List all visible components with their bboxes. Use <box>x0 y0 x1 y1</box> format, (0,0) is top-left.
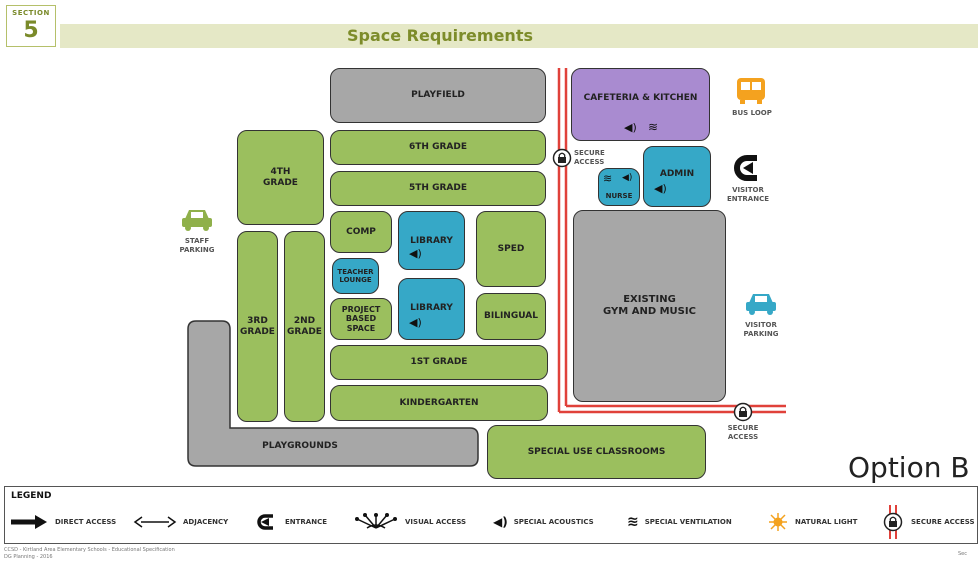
library-2-label: LIBRARY <box>410 303 453 313</box>
room-library-1[interactable]: LIBRARY <box>398 211 465 270</box>
legend-special-acoustics: ◀) SPECIAL ACOUSTICS <box>493 513 594 531</box>
legend-label: SPECIAL VENTILATION <box>644 518 732 526</box>
adjacency-arrow-icon <box>133 516 177 528</box>
staff-parking-label: STAFF PARKING <box>179 237 215 254</box>
legend-direct-access: DIRECT ACCESS <box>9 513 116 531</box>
room-library-2[interactable]: LIBRARY <box>398 278 465 340</box>
legend-label: SECURE ACCESS <box>911 518 975 526</box>
speaker-icon: ◀) <box>654 182 667 195</box>
legend-label: ADJACENCY <box>183 518 229 526</box>
title-bar: Space Requirements <box>60 24 978 48</box>
speaker-icon: ◀) <box>493 515 508 529</box>
visitor-entrance-label: VISITOR ENTRANCE <box>727 186 769 203</box>
speaker-icon: ◀) <box>622 173 633 183</box>
room-comp[interactable]: COMP <box>330 211 392 253</box>
ventilation-icon: ≋ <box>627 514 639 530</box>
lock-icon <box>883 505 903 539</box>
legend-natural-light: NATURAL LIGHT <box>767 513 857 531</box>
speaker-icon: ◀) <box>624 121 637 134</box>
room-kindergarten[interactable]: KINDERGARTEN <box>330 385 548 421</box>
section-number: 5 <box>23 18 39 43</box>
entrance-icon <box>257 514 273 530</box>
room-admin[interactable]: ADMIN <box>643 146 711 207</box>
room-3rd-grade[interactable]: 3RD GRADE <box>237 231 278 422</box>
room-1st-grade[interactable]: 1ST GRADE <box>330 345 548 380</box>
visual-access-icon <box>355 513 397 529</box>
footer-page-ref: Sec <box>958 551 967 557</box>
legend-label: NATURAL LIGHT <box>795 518 858 526</box>
playgrounds-label: PLAYGROUNDS <box>262 441 338 451</box>
legend-label: VISUAL ACCESS <box>405 518 467 526</box>
speaker-icon: ◀) <box>409 316 422 329</box>
room-5th-grade[interactable]: 5TH GRADE <box>330 171 546 206</box>
room-existing-gym-music[interactable]: EXISTING GYM AND MUSIC <box>573 210 726 402</box>
room-teacher-lounge[interactable]: TEACHER LOUNGE <box>332 258 379 294</box>
section-label: SECTION <box>12 9 50 17</box>
sun-icon <box>769 513 787 531</box>
page-title: Space Requirements <box>346 26 533 45</box>
lock-icon <box>552 148 572 168</box>
admin-label: ADMIN <box>659 169 695 179</box>
legend: LEGEND DIRECT ACCESS ADJACENCY ENTRANCE <box>4 486 978 544</box>
car-icon <box>182 210 212 231</box>
library-1-label: LIBRARY <box>410 236 453 246</box>
room-bilingual[interactable]: BILINGUAL <box>476 293 546 340</box>
cafeteria-label: CAFETERIA & KITCHEN <box>583 93 698 103</box>
room-nurse[interactable]: NURSE <box>598 168 640 206</box>
bus-icon <box>737 78 765 104</box>
section-badge: SECTION 5 <box>6 5 56 47</box>
option-label: Option B <box>848 451 970 484</box>
room-project-based-space[interactable]: PROJECT BASED SPACE <box>330 298 392 340</box>
legend-secure-access: SECURE ACCESS <box>881 505 975 539</box>
ventilation-icon: ≋ <box>603 172 613 185</box>
footer-text: CCSD - Kirtland Area Elementary Schools … <box>4 547 175 560</box>
legend-label: ENTRANCE <box>285 518 327 526</box>
legend-visual-access: VISUAL ACCESS <box>353 513 466 531</box>
room-playfield[interactable]: PLAYFIELD <box>330 68 546 123</box>
room-sped[interactable]: SPED <box>476 211 546 287</box>
room-4th-grade[interactable]: 4TH GRADE <box>237 130 324 225</box>
legend-label: SPECIAL ACOUSTICS <box>513 518 594 526</box>
car-icon <box>746 294 776 315</box>
entrance-icon <box>734 155 757 181</box>
room-special-use-classrooms[interactable]: SPECIAL USE CLASSROOMS <box>487 425 706 479</box>
speaker-icon: ◀) <box>409 247 422 260</box>
secure-access-label: SECURE ACCESS <box>727 424 759 441</box>
legend-title: LEGEND <box>11 491 52 501</box>
legend-adjacency: ADJACENCY <box>133 513 228 531</box>
room-6th-grade[interactable]: 6TH GRADE <box>330 130 546 165</box>
room-cafeteria-kitchen[interactable]: CAFETERIA & KITCHEN <box>571 68 710 141</box>
room-2nd-grade[interactable]: 2ND GRADE <box>284 231 325 422</box>
legend-label: DIRECT ACCESS <box>55 518 117 526</box>
ventilation-icon: ≋ <box>648 120 659 134</box>
direct-access-arrow-icon <box>11 515 47 529</box>
bus-loop-label: BUS LOOP <box>732 109 772 117</box>
secure-access-label: SECURE ACCESS <box>574 149 605 166</box>
lock-icon <box>733 402 753 422</box>
visitor-parking-label: VISITOR PARKING <box>743 321 779 338</box>
legend-entrance: ENTRANCE <box>255 513 327 531</box>
legend-special-ventilation: ≋ SPECIAL VENTILATION <box>627 513 732 531</box>
nurse-label: NURSE <box>605 191 633 200</box>
